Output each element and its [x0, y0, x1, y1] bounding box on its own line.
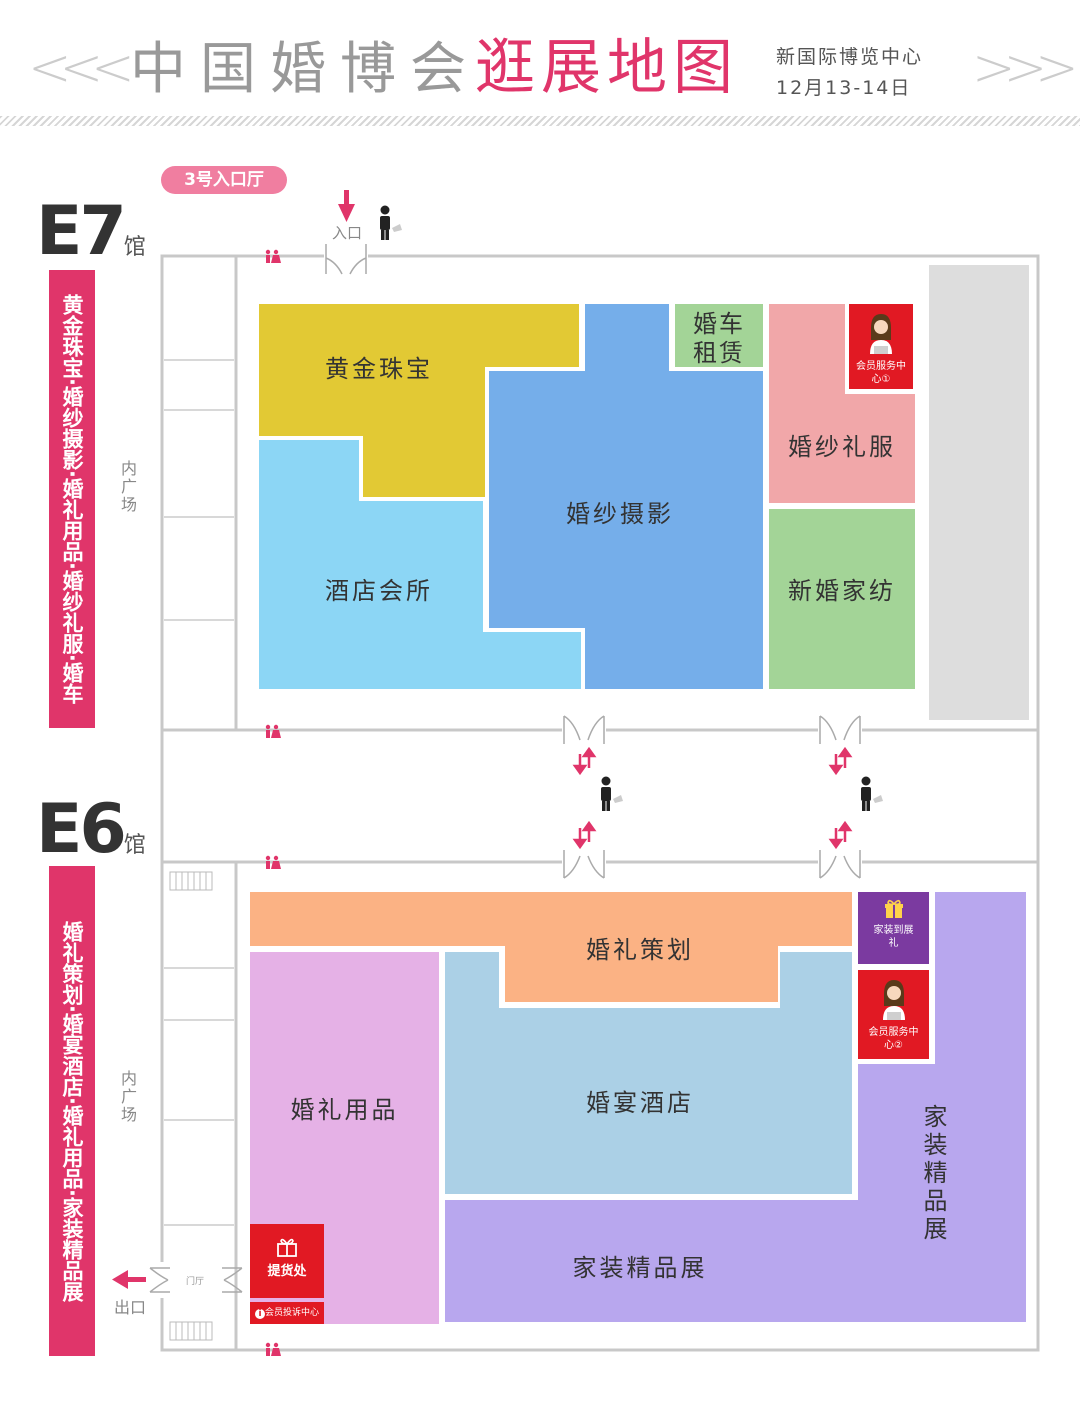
hall-e6-banner: 婚礼策划·婚宴酒店·婚礼用品·家装精品展 [49, 866, 95, 1356]
header-divider [0, 116, 1080, 126]
zone-label-banquet-hotel: 婚宴酒店 [586, 1089, 694, 1117]
hall-e6-heading: E6馆 [36, 796, 146, 864]
exit-label: 出口 [114, 1298, 147, 1317]
hall-suffix: 馆 [123, 235, 146, 260]
left-arrow-icon [112, 1270, 146, 1289]
down-arrow-icon [338, 190, 355, 222]
zone-label-car-rental: 婚车租赁 [693, 310, 745, 367]
home-decor-gift-desk[interactable]: 家装到展礼 [858, 892, 929, 964]
gift-desk-label: 家装到展礼 [873, 925, 914, 949]
hall-e7-banner: 黄金珠宝·婚纱摄影·婚礼用品·婚纱礼服·婚车 [49, 270, 95, 728]
venue-name: 新国际博览中心 [776, 46, 924, 68]
door-icon [149, 244, 861, 1293]
lobby-label: 门厅 [186, 1277, 205, 1287]
zone-label-home-decor-vertical: 家装精品展 [919, 1104, 947, 1244]
member-service-center-1[interactable]: 会员服务中心① [849, 304, 913, 389]
zone-hotel-club [259, 440, 581, 689]
bidirectional-arrow-icon [572, 746, 853, 850]
zone-label-hotel-club: 酒店会所 [325, 577, 433, 605]
member-service-center-2[interactable]: 会员服务中心② [858, 970, 929, 1059]
gift-icon [277, 1238, 297, 1257]
member-service-label: 会员服务中心② [868, 1027, 919, 1051]
event-dates: 12月13-14日 [776, 77, 912, 99]
zone-gold-jewelry [259, 304, 579, 497]
zone-label-gold-jewelry: 黄金珠宝 [325, 355, 433, 383]
member-service-label: 会员服务中心① [856, 361, 906, 385]
hall-suffix: 馆 [123, 833, 146, 858]
stairs-icon [169, 871, 213, 1341]
hall-code: E6 [36, 790, 127, 869]
staff-avatar-icon [882, 980, 905, 1020]
zone-label-wedding-photo: 婚纱摄影 [566, 500, 674, 528]
entrance-label: 入口 [332, 224, 363, 242]
restroom-icon [265, 249, 281, 1356]
pickup-label: 提货处 [267, 1263, 307, 1279]
zone-home-decor [445, 892, 1026, 1322]
hall-e7-heading: E7馆 [36, 198, 146, 266]
pickup-desk[interactable]: 提货处 [250, 1224, 324, 1298]
person-icon [380, 205, 871, 811]
inner-plaza-e7: 内广场 [118, 460, 137, 514]
entrance-badge: 3号入口厅 [161, 166, 287, 194]
zone-wedding-photo [489, 304, 763, 689]
right-chevrons: >>> [972, 38, 1079, 98]
zone-banquet-hotel [445, 952, 852, 1194]
zone-label-wedding-dress: 婚纱礼服 [788, 433, 896, 461]
zone-car-rental [675, 304, 763, 367]
zone-label-wedding-supplies: 婚礼用品 [290, 1096, 399, 1124]
zone-label-bridal-bedding: 新婚家纺 [788, 577, 896, 605]
page-accent-title: 逛展地图 [475, 33, 739, 103]
inner-plaza-e6: 内广场 [118, 1070, 137, 1124]
hall-code: E7 [36, 192, 127, 271]
storage-block [929, 265, 1029, 720]
zone-bridal-bedding [769, 509, 915, 689]
zone-label-wedding-planning: 婚礼策划 [586, 936, 694, 964]
gift-icon [884, 899, 903, 918]
page-title: 中国婚博会 [130, 37, 480, 102]
zone-label-home-decor: 家装精品展 [572, 1254, 708, 1282]
staff-avatar-icon [870, 314, 892, 354]
left-chevrons: <<< [28, 38, 135, 98]
zone-wedding-dress [769, 304, 915, 503]
info-icon: i [254, 1309, 265, 1319]
complaint-label: 会员投诉中心 [264, 1308, 319, 1318]
zone-wedding-planning [250, 892, 852, 1002]
